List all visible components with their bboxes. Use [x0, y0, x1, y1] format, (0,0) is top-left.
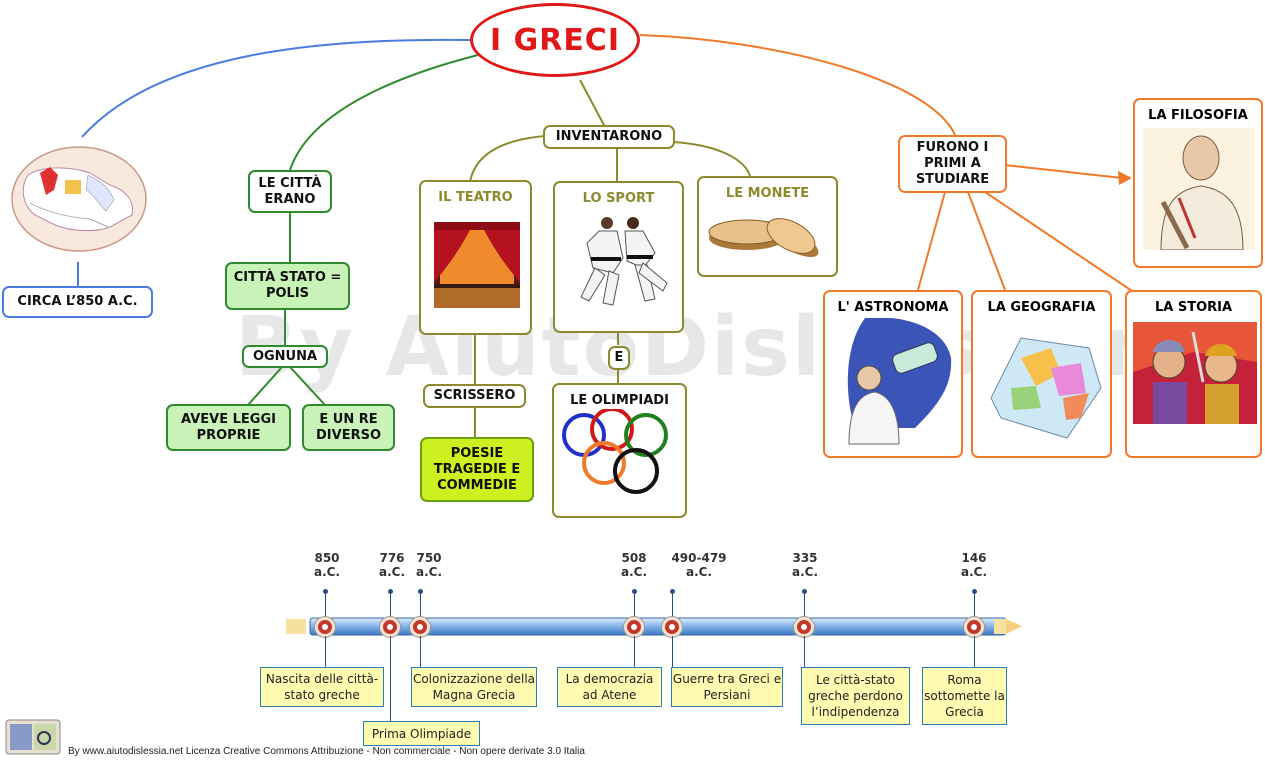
- philosophy-card: LA FILOSOFIA: [1133, 98, 1263, 268]
- philosophy-title: LA FILOSOFIA: [1148, 108, 1248, 123]
- sport-card: LO SPORT: [553, 181, 684, 333]
- map-image: [10, 145, 148, 253]
- timeline-event-label: Le città-stato greche perdono l’indipend…: [801, 667, 910, 725]
- history-card: LA STORIA: [1125, 290, 1262, 458]
- philosopher-icon: [1143, 128, 1255, 250]
- timeline-pin-line: [974, 592, 975, 618]
- theatre-title: IL TEATRO: [438, 190, 513, 205]
- footer-logo: [4, 716, 62, 758]
- coins-title: LE MONETE: [725, 186, 810, 201]
- year-value: 776: [379, 551, 405, 565]
- astronomy-title: L' ASTRONOMA: [837, 300, 949, 315]
- inventions-label: INVENTARONO: [543, 125, 675, 149]
- olympics-title: LE OLIMPIADI: [570, 393, 669, 408]
- year-era: a.C.: [960, 565, 988, 579]
- timeline-pin: [972, 589, 977, 594]
- theatre-card: IL TEATRO: [419, 180, 532, 335]
- timeline-pin: [323, 589, 328, 594]
- olympics-card: LE OLIMPIADI: [552, 383, 687, 518]
- timeline-pin: [802, 589, 807, 594]
- poems-box: POESIE TRAGEDIE E COMMEDIE: [420, 437, 534, 502]
- timeline-pin-line: [325, 592, 326, 618]
- laws-box: AVEVE LEGGI PROPRIE: [166, 404, 291, 451]
- judo-icon: [580, 217, 668, 306]
- olympic-rings-icon: [562, 409, 668, 494]
- timeline-event-label: Colonizzazione della Magna Grecia: [411, 667, 537, 707]
- map-folded-icon: [990, 337, 1102, 439]
- year-era: a.C.: [791, 565, 819, 579]
- era-label: CIRCA L’850 A.C.: [2, 286, 153, 318]
- timeline: [0, 540, 1265, 740]
- timeline-pin-line: [634, 592, 635, 618]
- coins-card: LE MONETE: [697, 176, 838, 277]
- geography-title: LA GEOGRAFIA: [987, 300, 1096, 315]
- year-era: a.C.: [620, 565, 648, 579]
- timeline-marker: [315, 617, 335, 637]
- timeline-stem: [634, 636, 635, 667]
- timeline-pin-line: [390, 592, 391, 618]
- timeline-pin: [418, 589, 423, 594]
- timeline-marker: [380, 617, 400, 637]
- timeline-event-label: La democrazia ad Atene: [557, 667, 662, 707]
- astronomer-icon: [847, 318, 952, 445]
- geography-card: LA GEOGRAFIA: [971, 290, 1112, 458]
- king-box: E UN RE DIVERSO: [302, 404, 395, 451]
- year-era: a.C.: [313, 565, 341, 579]
- theatre-icon: [434, 222, 520, 308]
- ognuna-label: OGNUNA: [242, 345, 328, 368]
- timeline-event-label: Prima Olimpiade: [363, 721, 480, 746]
- coins-icon: [708, 218, 819, 258]
- timeline-event-label: Guerre tra Greci e Persiani: [671, 667, 783, 707]
- astronomy-card: L' ASTRONOMA: [823, 290, 963, 458]
- timeline-stem: [974, 636, 975, 667]
- timeline-stem: [804, 636, 805, 667]
- timeline-event-label: Nascita delle città-stato greche: [260, 667, 384, 707]
- e-label: E: [608, 346, 630, 370]
- timeline-pin: [388, 589, 393, 594]
- timeline-marker: [662, 617, 682, 637]
- timeline-pin-line: [672, 592, 673, 618]
- wrote-label: SCRISSERO: [423, 384, 526, 408]
- timeline-marker: [794, 617, 814, 637]
- timeline-axis: [286, 617, 1022, 636]
- year-value: 750: [416, 551, 442, 565]
- title-ellipse: I GRECI: [470, 3, 640, 77]
- footer-license: By www.aiutodislessia.net Licenza Creati…: [68, 746, 585, 757]
- timeline-pin-line: [804, 592, 805, 618]
- timeline-stem: [420, 636, 421, 667]
- year-value: 146: [961, 551, 987, 565]
- timeline-stem: [325, 636, 326, 667]
- year-value: 490-479: [671, 551, 727, 565]
- year-era: a.C.: [378, 565, 406, 579]
- history-title: LA STORIA: [1154, 300, 1233, 315]
- timeline-stem: [390, 636, 391, 721]
- timeline-pin: [632, 589, 637, 594]
- year-value: 335: [792, 551, 818, 565]
- page-title: I GRECI: [489, 22, 620, 58]
- year-era: a.C.: [685, 565, 713, 579]
- warriors-icon: [1133, 322, 1257, 424]
- year-value: 508: [621, 551, 647, 565]
- cities-label: LE CITTÀ ERANO: [248, 170, 332, 213]
- timeline-marker: [410, 617, 430, 637]
- year-value: 850: [314, 551, 340, 565]
- timeline-pin-line: [420, 592, 421, 618]
- timeline-marker: [964, 617, 984, 637]
- polis-box: CITTÀ STATO = POLIS: [225, 262, 350, 310]
- year-era: a.C.: [415, 565, 443, 579]
- timeline-stem: [672, 636, 673, 667]
- timeline-event-label: Roma sottomette la Grecia: [922, 667, 1007, 725]
- studies-label: FURONO I PRIMI A STUDIARE: [898, 135, 1007, 193]
- timeline-marker: [624, 617, 644, 637]
- sport-title: LO SPORT: [582, 191, 655, 206]
- timeline-pin: [670, 589, 675, 594]
